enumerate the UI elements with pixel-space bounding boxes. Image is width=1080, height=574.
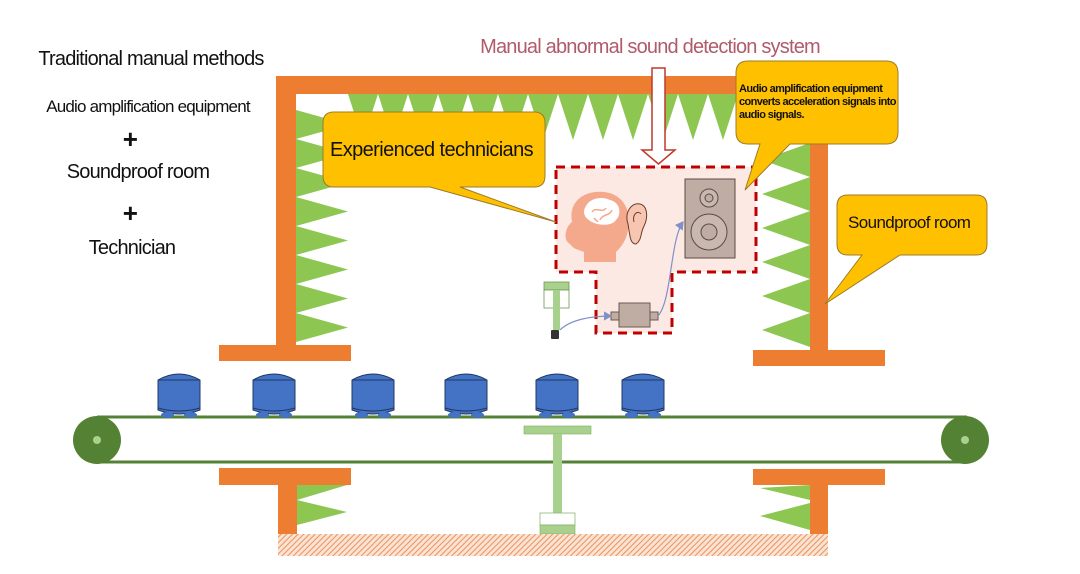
- plus-icon: +: [122, 198, 138, 228]
- title-down-arrow: [639, 67, 678, 165]
- soundproof-room-upper: [219, 76, 885, 366]
- floor: [278, 534, 828, 556]
- wedge: [296, 313, 348, 342]
- wedge: [762, 279, 810, 313]
- legend-item-technician: Technician: [88, 237, 176, 259]
- wedge: [762, 177, 810, 211]
- wedge: [558, 94, 588, 140]
- sound-absorbing-wedges-right: [762, 143, 810, 347]
- wedge: [296, 284, 348, 313]
- right-wall-foot: [753, 350, 885, 366]
- wedge: [296, 168, 348, 197]
- left-wall: [276, 76, 296, 346]
- left-wall-foot: [219, 345, 351, 361]
- conveyor-pulley-left: [73, 416, 121, 464]
- callout-technicians-shape: [322, 111, 557, 223]
- callout-soundproof-room-shape: [824, 194, 988, 305]
- product-cans: [157, 373, 665, 418]
- wedge: [760, 503, 810, 530]
- lower-left-post: [278, 468, 297, 534]
- sensor-to-amplifier-wire: [559, 311, 613, 331]
- ear-icon: [626, 203, 648, 245]
- right-wall: [810, 76, 828, 352]
- conveyor-belt: [73, 415, 989, 464]
- technician-head-brain-icon: [565, 191, 629, 262]
- wedge: [296, 197, 348, 226]
- callout-amplifier-text: Audio amplification equipment converts a…: [739, 83, 896, 121]
- product-can: [535, 373, 579, 418]
- wedge: [296, 255, 348, 284]
- legend-heading: Traditional manual methods: [38, 48, 264, 70]
- speaker-icon: [684, 178, 736, 259]
- wedge: [760, 485, 810, 500]
- callout-soundproof-room-text: Soundproof room: [848, 213, 971, 232]
- sound-absorbing-wedges-left: [296, 110, 348, 342]
- plus-icon: +: [122, 124, 138, 154]
- wedge: [678, 94, 708, 140]
- diagram-title: Manual abnormal sound detection system: [480, 36, 821, 58]
- wedge: [618, 94, 648, 140]
- conveyor-pulley-right: [941, 416, 989, 464]
- wedge: [762, 143, 810, 177]
- accelerometer-sensor: [543, 281, 570, 339]
- legend-item-soundproof-room: Soundproof room: [66, 161, 210, 183]
- wedge: [296, 110, 348, 139]
- support-stand: [523, 425, 592, 535]
- product-can: [252, 373, 296, 418]
- wedge: [762, 313, 810, 347]
- product-can: [621, 373, 665, 418]
- callout-technicians-text: Experienced technicians: [330, 139, 534, 161]
- audio-amplifier: [610, 302, 659, 328]
- wedge: [296, 226, 348, 255]
- lower-right-post: [810, 469, 828, 534]
- wedge: [762, 245, 810, 279]
- product-can: [157, 373, 201, 418]
- product-can: [351, 373, 395, 418]
- wedge: [297, 500, 347, 525]
- wedge: [708, 94, 738, 140]
- top-wall: [276, 76, 828, 94]
- wedge: [297, 485, 347, 500]
- callout-amplifier-shape: [735, 60, 899, 191]
- amplifier-to-speaker-wire: [657, 221, 684, 317]
- wedge: [296, 139, 348, 168]
- wedge: [762, 211, 810, 245]
- product-can: [444, 373, 488, 418]
- soundproof-room-lower: [219, 468, 885, 556]
- wedge: [588, 94, 618, 140]
- legend-item-audio-amplification: Audio amplification equipment: [46, 97, 250, 116]
